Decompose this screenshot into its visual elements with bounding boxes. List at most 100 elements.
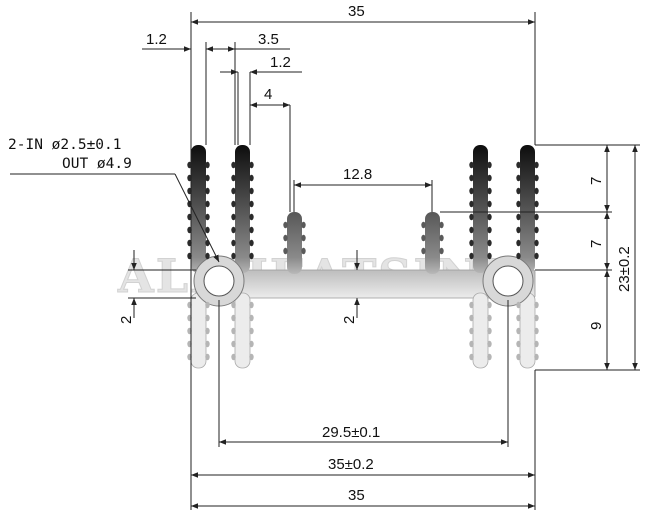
fin-serration <box>534 252 539 260</box>
fin-serration <box>249 161 254 169</box>
fin-serration <box>469 226 474 234</box>
fin-serration <box>534 187 539 195</box>
fin-serration <box>516 252 521 260</box>
fin-serration <box>469 301 474 309</box>
fin-serration <box>516 327 521 335</box>
fin-serration <box>439 234 444 242</box>
fin-serration <box>249 187 254 195</box>
fin-serration <box>249 239 254 247</box>
fin-serration <box>249 327 254 335</box>
fin-serration <box>205 327 210 335</box>
fin-serration <box>469 353 474 361</box>
fin-serration <box>231 187 236 195</box>
dim-fin-thickness-inner: 1.2 <box>270 54 291 71</box>
fin-serration <box>534 327 539 335</box>
dim-fin-thickness: 1.2 <box>146 31 167 48</box>
fin-serration <box>516 174 521 182</box>
fin-serration <box>516 353 521 361</box>
fin-serration <box>249 353 254 361</box>
fin-serration <box>231 213 236 221</box>
dim-width-tolerance: 35±0.2 <box>328 456 374 473</box>
fin-serration <box>249 314 254 322</box>
fin-serration <box>205 174 210 182</box>
fin-serration <box>469 239 474 247</box>
fin-serration <box>487 226 492 234</box>
fin-serration <box>469 200 474 208</box>
fin-serration <box>516 161 521 169</box>
fin-serration <box>301 234 306 242</box>
fin-serration <box>487 174 492 182</box>
fin-serration <box>534 301 539 309</box>
fin-serration <box>534 314 539 322</box>
fin-serration <box>301 221 306 229</box>
dim-hole-spacing: 29.5±0.1 <box>322 424 380 441</box>
fin-serration <box>421 221 426 229</box>
fin-serration <box>469 252 474 260</box>
fin-serration <box>469 161 474 169</box>
fin-serration <box>283 247 288 255</box>
fin-serration <box>534 340 539 348</box>
fin-serration <box>487 340 492 348</box>
fin-serration <box>516 226 521 234</box>
dim-upper-fin-height: 7 <box>588 177 605 185</box>
dim-fin-gap: 4 <box>264 86 272 103</box>
screw-hole-left <box>203 265 235 297</box>
fin-serration <box>534 226 539 234</box>
fin-serration <box>249 252 254 260</box>
fin-upper-left-outer <box>191 145 206 273</box>
fin-serration <box>534 353 539 361</box>
fin-serration <box>231 200 236 208</box>
fin-serration <box>487 239 492 247</box>
dim-overall-width-top: 35 <box>348 3 365 20</box>
fin-serration <box>249 301 254 309</box>
fin-serration <box>487 301 492 309</box>
fin-serration <box>516 314 521 322</box>
dim-total-height: 23±0.2 <box>616 246 633 292</box>
fin-serration <box>534 200 539 208</box>
fin-serration <box>231 314 236 322</box>
fin-serration <box>231 353 236 361</box>
fin-lower-left-outer <box>190 292 207 369</box>
fin-serration <box>283 221 288 229</box>
dim-base-thickness-center: 2 <box>341 316 358 324</box>
fin-serration <box>516 200 521 208</box>
fin-serration <box>516 340 521 348</box>
fin-lower-right-outer <box>519 292 536 369</box>
fin-serration <box>469 327 474 335</box>
fin-serration <box>469 340 474 348</box>
fin-serration <box>249 226 254 234</box>
fin-serration <box>231 252 236 260</box>
fin-upper-right-inner <box>473 145 488 273</box>
fin-serration <box>487 252 492 260</box>
fin-serration <box>469 314 474 322</box>
fin-serration <box>516 213 521 221</box>
dim-base-thickness-left: 2 <box>118 316 135 324</box>
fin-serration <box>487 200 492 208</box>
dim-lower-fin-height: 9 <box>588 322 605 330</box>
fin-serration <box>205 353 210 361</box>
fin-upper-center-right <box>425 212 440 274</box>
heatsink-profile <box>190 145 536 369</box>
fin-serration <box>487 353 492 361</box>
fin-upper-center-left <box>287 212 302 274</box>
dim-middle-fin-height: 7 <box>588 240 605 248</box>
fin-serration <box>469 213 474 221</box>
fin-serration <box>205 213 210 221</box>
fin-serration <box>231 239 236 247</box>
fin-upper-right-outer <box>520 145 535 273</box>
hole-note-line2: OUT ø4.9 <box>62 156 132 172</box>
fin-serration <box>487 327 492 335</box>
fin-serration <box>534 213 539 221</box>
fin-serration <box>421 234 426 242</box>
hole-note-line1: 2-IN ø2.5±0.1 <box>8 137 122 153</box>
fin-serration <box>205 226 210 234</box>
fin-serration <box>534 239 539 247</box>
fin-serration <box>231 340 236 348</box>
fin-serration <box>205 301 210 309</box>
fin-serration <box>534 174 539 182</box>
screw-hole-right <box>492 265 524 297</box>
fin-serration <box>439 247 444 255</box>
fin-serration <box>487 187 492 195</box>
fin-serration <box>231 174 236 182</box>
